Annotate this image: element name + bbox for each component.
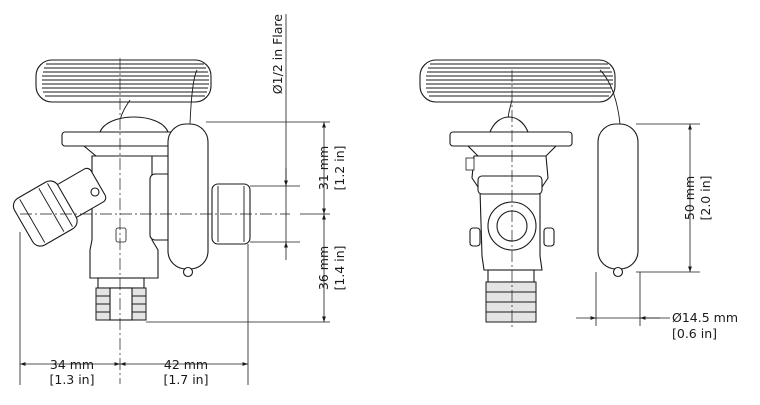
flare-size-label: Ø1/2 in Flare — [270, 14, 285, 94]
diaphragm-dome — [99, 116, 169, 133]
dim-50-in: [2.0 in] — [698, 175, 713, 220]
dim-bulb-diameter-mm: Ø14.5 mm — [672, 310, 738, 325]
remote-bulb — [167, 123, 209, 270]
capillary-coil — [35, 59, 212, 125]
dim-42-mm: 42 mm — [164, 357, 208, 372]
dim-bulb-diameter-in: [0.6 in] — [672, 326, 717, 341]
dim-36-mm: 36 mm — [316, 246, 331, 290]
front-view — [12, 59, 251, 321]
valve-body — [89, 155, 159, 279]
dim-36-in: [1.4 in] — [332, 245, 347, 290]
side-view — [419, 59, 639, 323]
side-capillary-coil — [419, 59, 621, 125]
dim-50-mm: 50 mm — [682, 176, 697, 220]
dim-31-mm: 31 mm — [316, 146, 331, 190]
inlet-flare-nut — [12, 167, 107, 247]
dim-42-in: [1.7 in] — [163, 372, 208, 387]
side-remote-bulb — [597, 123, 639, 270]
dim-34-in: [1.3 in] — [49, 372, 94, 387]
dim-31-in: [1.2 in] — [332, 145, 347, 190]
dim-34-mm: 34 mm — [50, 357, 94, 372]
